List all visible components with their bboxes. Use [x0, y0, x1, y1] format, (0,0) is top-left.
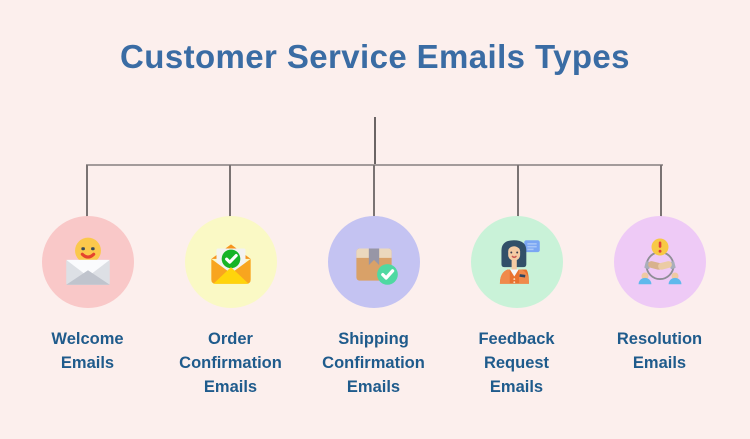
- branch-label-order: Order Confirmation Emails: [179, 330, 282, 396]
- connector-drop-order: [229, 165, 231, 217]
- branch-label-feedback: Feedback Request Emails: [478, 330, 555, 396]
- branch-welcome-emails: Welcome Emails: [16, 216, 159, 399]
- connector-drop-welcome: [86, 165, 88, 217]
- branches-row: Welcome Emails Order Confirmation Emails: [0, 216, 750, 399]
- branch-label-welcome: Welcome Emails: [51, 330, 124, 372]
- welcome-envelope-smiley-icon: [65, 237, 110, 285]
- branch-resolution-emails: Resolution Emails: [588, 216, 731, 399]
- feedback-request-circle: [470, 216, 563, 308]
- branch-feedback-request-emails: Feedback Request Emails: [445, 216, 588, 399]
- connector-stem: [374, 117, 376, 166]
- connector-drop-shipping: [373, 165, 375, 217]
- branch-label-resolution: Resolution Emails: [616, 330, 703, 372]
- welcome-emails-circle: [41, 216, 134, 308]
- feedback-agent-speech-bubble-icon: [499, 240, 540, 284]
- shipping-box-check-icon: [355, 248, 398, 285]
- connector-drop-feedback: [517, 165, 519, 217]
- order-confirmation-circle: [184, 216, 277, 308]
- connector-drop-resolution: [660, 165, 662, 217]
- resolution-handshake-alert-icon: [638, 238, 681, 285]
- page-title: Customer Service Emails Types: [120, 38, 630, 75]
- resolution-circle: [613, 216, 706, 308]
- order-confirmation-envelope-check-icon: [210, 244, 251, 284]
- branch-label-shipping: Shipping Confirmation Emails: [322, 330, 425, 396]
- branch-shipping-confirmation-emails: Shipping Confirmation Emails: [302, 216, 445, 399]
- branch-order-confirmation-emails: Order Confirmation Emails: [159, 216, 302, 399]
- shipping-confirmation-circle: [327, 216, 420, 308]
